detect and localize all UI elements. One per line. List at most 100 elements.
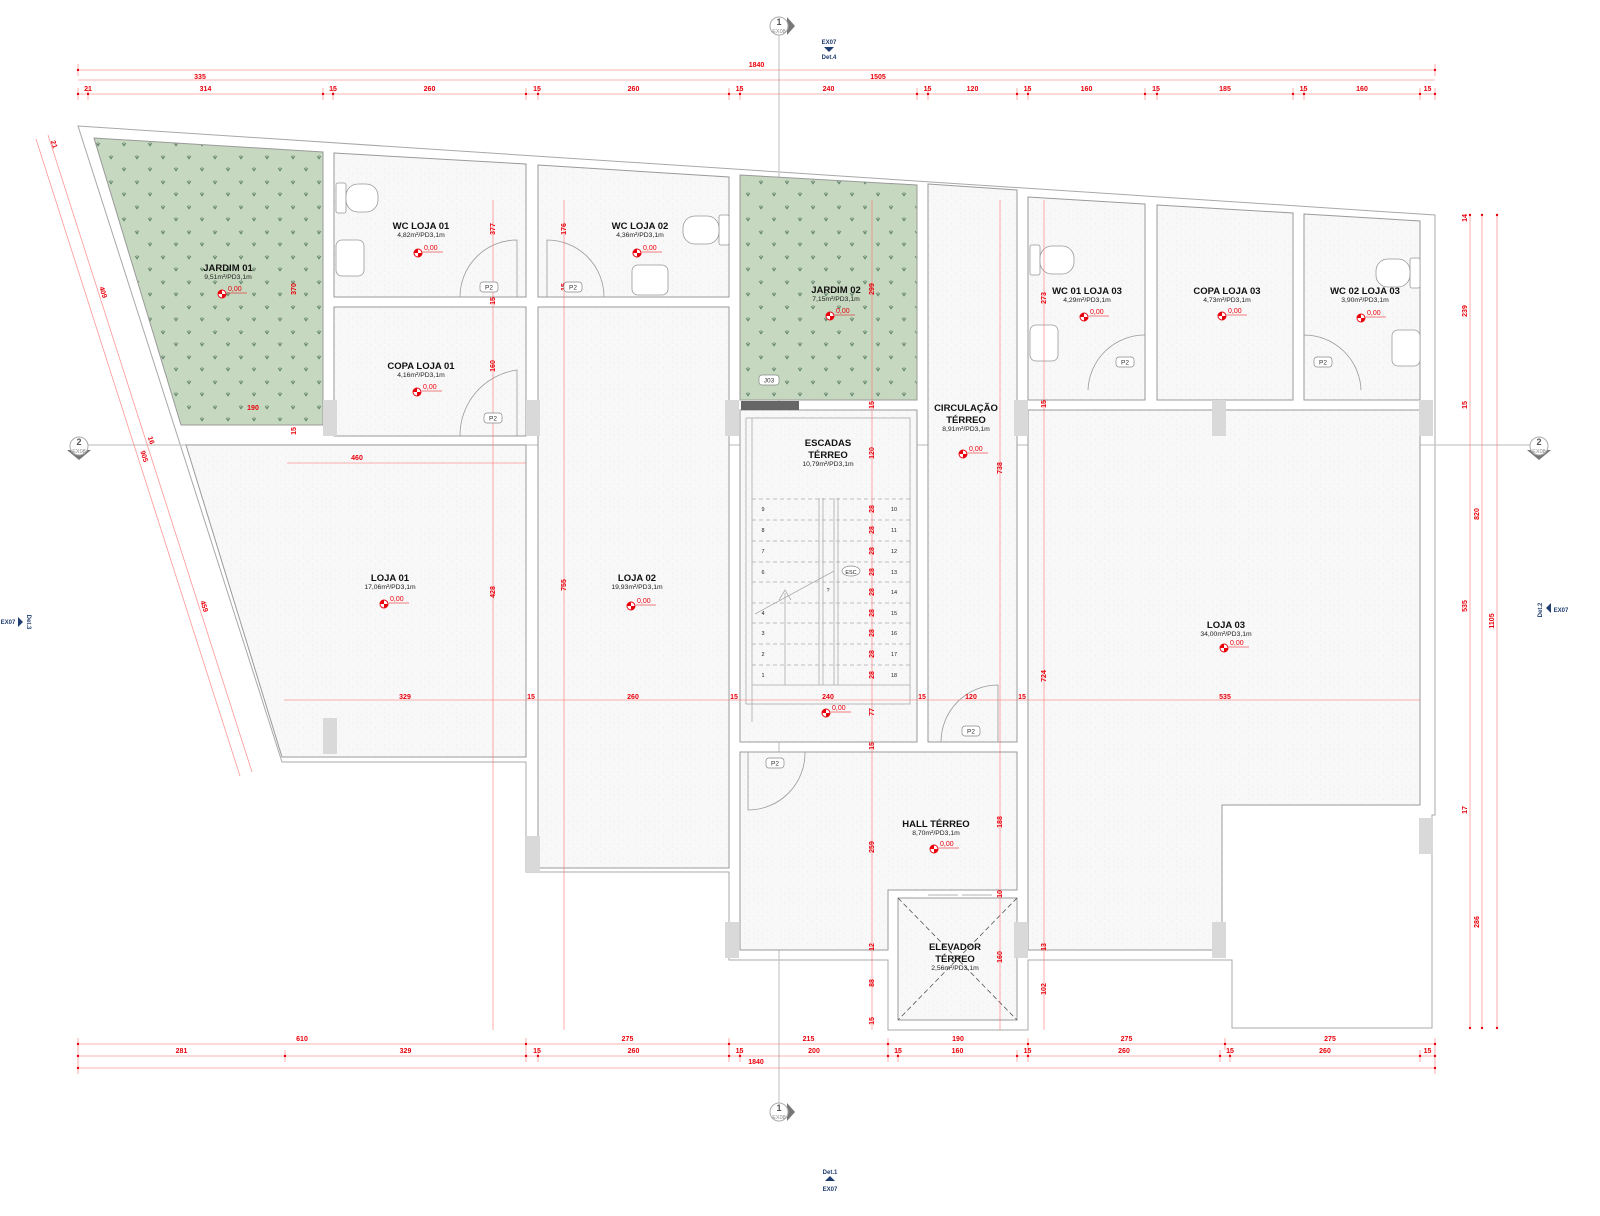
dimension-label: 190 bbox=[247, 405, 259, 412]
dimension-label: 15 bbox=[1041, 400, 1048, 408]
level-marker-icon bbox=[1079, 312, 1109, 322]
door-tag-box bbox=[483, 412, 503, 424]
dimension-label: 15 bbox=[527, 694, 535, 701]
dimension-label: 77 bbox=[869, 708, 876, 716]
room-area: 4,29m²/PD3,1m bbox=[1063, 297, 1111, 304]
stair-step-number: 4 bbox=[761, 611, 764, 617]
room-level: 0,00 bbox=[969, 446, 983, 453]
dimension-label: 239 bbox=[1462, 305, 1469, 317]
room-area: 4,16m²/PD3,1m bbox=[397, 372, 445, 379]
dimension-label: 299 bbox=[869, 283, 876, 295]
door-tag: P2 bbox=[771, 761, 779, 768]
dimension-label: 188 bbox=[997, 816, 1004, 828]
room-copa-loja-03[interactable] bbox=[1156, 204, 1294, 401]
dimension-label: 370 bbox=[291, 283, 298, 295]
room-name: LOJA 02 bbox=[618, 573, 656, 584]
detail-number: Det.2 bbox=[1538, 602, 1544, 617]
room-name: WC LOJA 01 bbox=[393, 221, 450, 232]
room-name: LOJA 03 bbox=[1207, 620, 1245, 631]
room-loja-01[interactable] bbox=[185, 444, 527, 758]
level-marker-icon bbox=[413, 248, 443, 258]
section-number: 1 bbox=[776, 17, 781, 27]
room-level: 0,00 bbox=[228, 286, 242, 293]
dimension-tick bbox=[1480, 1026, 1484, 1030]
dimension-tick bbox=[727, 92, 731, 96]
section-circle bbox=[69, 436, 89, 456]
stair-step-number: 10 bbox=[891, 507, 897, 513]
dimension-tick bbox=[76, 1042, 80, 1046]
toilet-icon bbox=[335, 182, 347, 214]
dimension-label: 15 bbox=[869, 401, 876, 409]
dimension-tick bbox=[86, 92, 90, 96]
stair-riser-dimension: 28 bbox=[869, 547, 876, 555]
dimension-tick bbox=[738, 1054, 742, 1058]
dimension-label: 190 bbox=[952, 1036, 964, 1043]
level-marker-fill bbox=[380, 600, 388, 608]
door-tag: P2 bbox=[569, 285, 577, 292]
door-tag-box bbox=[479, 281, 499, 293]
dimension-label: 88 bbox=[869, 979, 876, 987]
level-marker-icon bbox=[1356, 313, 1386, 323]
dimension-label: 160 bbox=[490, 360, 497, 372]
room-level: 0,00 bbox=[1367, 310, 1381, 317]
door-tag-box bbox=[1313, 356, 1333, 368]
dimension-label: 120 bbox=[967, 86, 979, 93]
dimension-label: 260 bbox=[1118, 1048, 1130, 1055]
dimension-label: 260 bbox=[424, 86, 436, 93]
section-sheet: EX08 bbox=[1532, 449, 1545, 455]
room-escadas-terreo[interactable] bbox=[739, 409, 918, 743]
dimension-label: 10 bbox=[997, 890, 1004, 898]
section-sheet: EX08 bbox=[772, 1115, 785, 1121]
door-tag-box bbox=[765, 757, 785, 769]
room-name: COPA LOJA 03 bbox=[1193, 286, 1260, 297]
section-number: 2 bbox=[76, 437, 81, 447]
level-marker-fill bbox=[826, 312, 834, 320]
room-level: 0,00 bbox=[940, 841, 954, 848]
dimension-tick bbox=[1495, 213, 1499, 217]
dimension-label: 15 bbox=[730, 694, 738, 701]
dimension-label: 15 bbox=[1024, 86, 1032, 93]
room-hall-terreo[interactable] bbox=[739, 751, 1018, 951]
level-marker-fill bbox=[218, 290, 226, 298]
dimension-tick bbox=[1026, 1054, 1030, 1058]
room-circulacao-terreo[interactable] bbox=[927, 183, 1018, 743]
dimension-tick bbox=[76, 1066, 80, 1070]
room-name: ELEVADOR bbox=[929, 942, 981, 953]
dimension-label: 15 bbox=[918, 694, 926, 701]
dimension-label: 15 bbox=[1152, 86, 1160, 93]
dimension-tick bbox=[896, 1054, 900, 1058]
room-wc-02-loja-03[interactable] bbox=[1303, 213, 1421, 401]
toilet-icon bbox=[1029, 244, 1041, 276]
level-marker-icon bbox=[632, 248, 662, 258]
dimension-tick bbox=[321, 92, 325, 96]
door-tag-box bbox=[1115, 356, 1135, 368]
stair-riser-dimension: 28 bbox=[869, 568, 876, 576]
dimension-label: 377 bbox=[490, 223, 497, 235]
stair-step-number: 9 bbox=[761, 507, 764, 513]
room-wc-loja-02[interactable] bbox=[537, 164, 730, 298]
stair-step-number: 8 bbox=[761, 528, 764, 534]
dimension-tick bbox=[1228, 1054, 1232, 1058]
room-area: 10,79m²/PD3,1m bbox=[802, 461, 854, 468]
room-loja-02[interactable] bbox=[537, 306, 730, 869]
sink-icon bbox=[631, 264, 669, 296]
level-marker-fill bbox=[1357, 314, 1365, 322]
level-marker-icon bbox=[1217, 311, 1247, 321]
elevator-shaft-cross bbox=[897, 897, 1018, 1021]
detail-sheet: EX07 bbox=[1, 620, 16, 626]
dimension-label: 905 bbox=[138, 450, 148, 463]
level-marker-fill bbox=[959, 450, 967, 458]
dimension-tick bbox=[1302, 92, 1306, 96]
dimension-label: 409 bbox=[97, 286, 107, 299]
stair-step-number: 16 bbox=[891, 631, 897, 637]
dimension-label: 15 bbox=[736, 86, 744, 93]
dimension-label: 459 bbox=[198, 600, 208, 613]
room-jardim-02[interactable] bbox=[739, 174, 918, 401]
room-wc-loja-01[interactable] bbox=[333, 152, 527, 298]
dimension-label: 329 bbox=[399, 694, 411, 701]
dimension-label: 259 bbox=[869, 841, 876, 853]
window-j03 bbox=[741, 401, 799, 410]
